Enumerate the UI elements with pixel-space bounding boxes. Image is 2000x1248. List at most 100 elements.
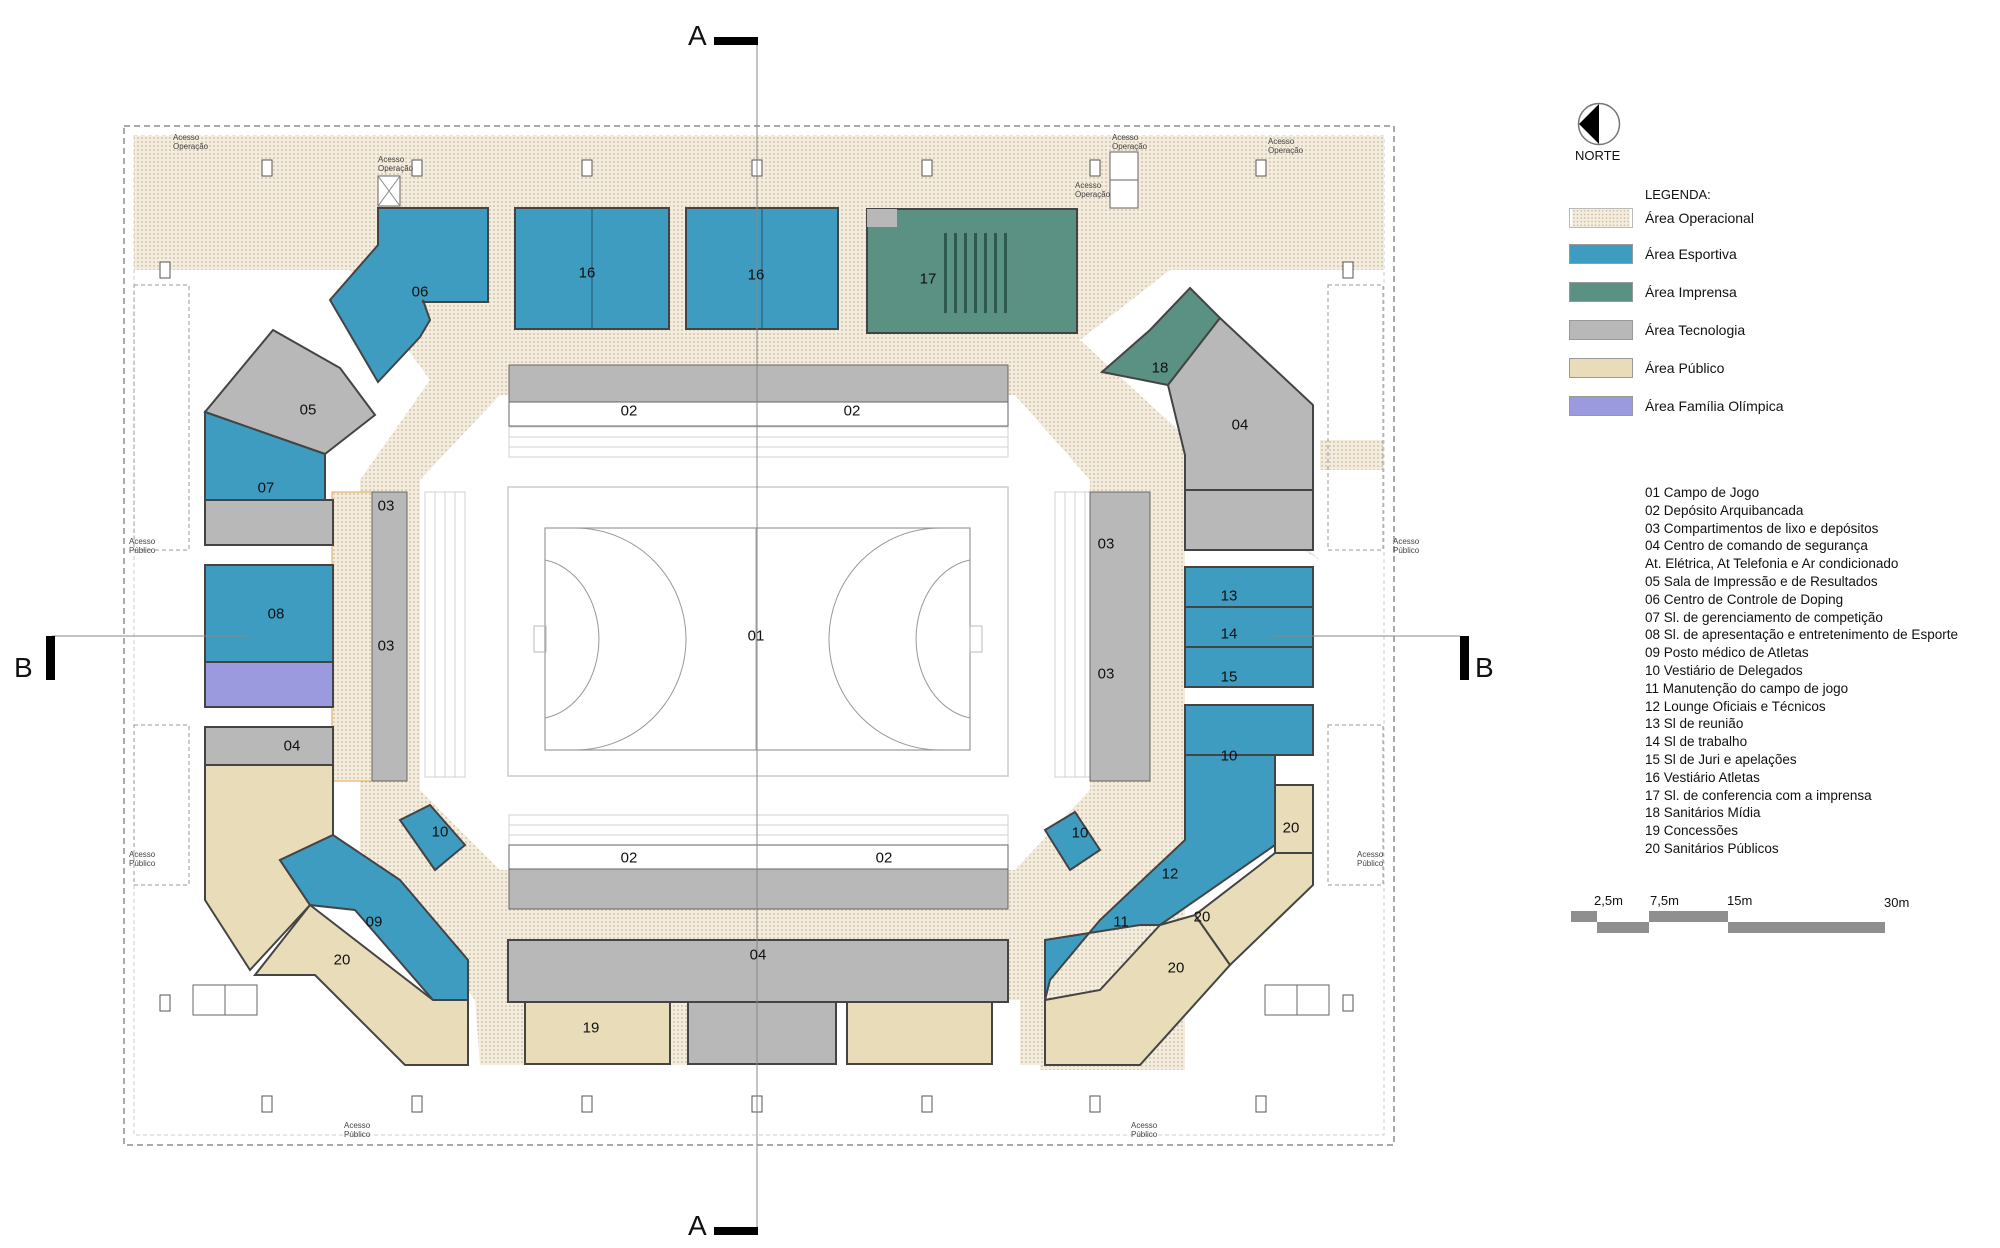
- room-label-04: 04: [749, 946, 767, 964]
- room-list-item: 16 Vestiário Atletas: [1645, 769, 1760, 785]
- room-label-03: 03: [1097, 665, 1115, 683]
- section-b-left-letter: B: [14, 652, 33, 683]
- room-label-04: 04: [283, 737, 301, 755]
- legend-title: LEGENDA:: [1645, 187, 1711, 202]
- room-list-item: 10 Vestiário de Delegados: [1645, 662, 1803, 678]
- room-label-06: 06: [411, 283, 429, 301]
- legend-label: Área Família Olímpica: [1645, 398, 1784, 414]
- legend-swatch-operacional: [1569, 208, 1633, 228]
- section-a-top-bar: [714, 37, 758, 45]
- room-list-item: At. Elétrica, At Telefonia e Ar condicio…: [1645, 556, 1899, 572]
- legend-swatch-tecnologia: [1569, 320, 1633, 340]
- access-label-publico: Acesso Público: [129, 537, 156, 555]
- access-label-operacao: Acesso Operação: [1075, 181, 1111, 199]
- room-label-20: 20: [1193, 908, 1211, 926]
- room-label-20: 20: [1282, 819, 1300, 837]
- room-label-02: 02: [620, 402, 638, 420]
- scale-label: 7,5m: [1650, 893, 1679, 908]
- room-list-item: 09 Posto médico de Atletas: [1645, 645, 1809, 661]
- room-label-08: 08: [267, 605, 285, 623]
- room-list-item: 17 Sl. de conferencia com a imprensa: [1645, 787, 1872, 803]
- legend-label: Área Público: [1645, 360, 1725, 376]
- room-list-item: 02 Depósito Arquibancada: [1645, 502, 1804, 518]
- room-list-item: 12 Lounge Oficiais e Técnicos: [1645, 698, 1826, 714]
- room-label-01: 01: [747, 627, 765, 645]
- room-list-item: 01 Campo de Jogo: [1645, 485, 1760, 500]
- room-list-item: 15 Sl de Juri e apelações: [1645, 751, 1797, 767]
- room-list-item: 11 Manutenção do campo de jogo: [1645, 680, 1849, 696]
- room-label-16: 16: [747, 266, 765, 284]
- room-list-item: 07 Sl. de gerenciamento de competição: [1645, 609, 1883, 625]
- scale-label: 2,5m: [1594, 893, 1623, 908]
- room-list-item: 03 Compartimentos de lixo e depósitos: [1645, 520, 1879, 536]
- room-label-14: 14: [1220, 625, 1238, 643]
- legend-item-imprensa: Área Imprensa: [1569, 282, 1889, 304]
- room-list-item: 18 Sanitários Mídia: [1645, 805, 1761, 821]
- room-label-18: 18: [1151, 359, 1169, 377]
- room-label-03: 03: [1097, 535, 1115, 553]
- room-list: 01 Campo de Jogo 02 Depósito Arquibancad…: [1645, 484, 1958, 858]
- legend-label: Área Tecnologia: [1645, 322, 1746, 338]
- access-label-publico: Acesso Público: [344, 1121, 371, 1139]
- room-list-item: 05 Sala de Impressão e de Resultados: [1645, 573, 1878, 589]
- scale-segment: [1649, 911, 1728, 922]
- section-a-top-letter: A: [688, 20, 707, 51]
- room-label-15: 15: [1220, 668, 1238, 686]
- legend-swatch-publico: [1569, 358, 1633, 378]
- legend-item-familia: Área Família Olímpica: [1569, 396, 1889, 418]
- access-label-operacao: Acesso Operação: [173, 133, 209, 151]
- room-list-item: 20 Sanitários Públicos: [1645, 840, 1779, 856]
- room-list-item: 14 Sl de trabalho: [1645, 734, 1748, 750]
- legend-swatch-familia: [1569, 396, 1633, 416]
- room-label-13: 13: [1220, 587, 1238, 605]
- legend-swatch-esportiva: [1569, 244, 1633, 264]
- room-list-item: 06 Centro de Controle de Doping: [1645, 591, 1844, 607]
- room-list-item: 13 Sl de reunião: [1645, 716, 1744, 732]
- legend-label: Área Imprensa: [1645, 284, 1737, 300]
- section-b-left-bar: [46, 636, 55, 680]
- north-label: NORTE: [1575, 148, 1621, 163]
- room-label-04: 04: [1231, 416, 1249, 434]
- section-a-bottom-letter: A: [688, 1210, 707, 1241]
- room-label-20: 20: [333, 951, 351, 969]
- access-label-operacao: Acesso Operação: [378, 155, 414, 173]
- access-label-operacao: Acesso Operação: [1112, 133, 1148, 151]
- legend-item-publico: Área Público: [1569, 358, 1889, 380]
- room-list-item: 04 Centro de comando de segurança: [1645, 538, 1868, 554]
- room-list-item: 08 Sl. de apresentação e entretenimento …: [1645, 627, 1958, 643]
- room-label-03: 03: [377, 637, 395, 655]
- scale-label: 15m: [1727, 893, 1753, 908]
- room-label-10: 10: [1071, 824, 1089, 842]
- access-label-publico: Acesso Público: [1131, 1121, 1158, 1139]
- room-label-12: 12: [1161, 865, 1179, 883]
- room-label-03: 03: [377, 497, 395, 515]
- scale-segment: [1728, 922, 1885, 933]
- room-label-10: 10: [431, 823, 449, 841]
- room-label-02: 02: [875, 849, 893, 867]
- room-label-09: 09: [365, 913, 383, 931]
- room-label-02: 02: [843, 402, 861, 420]
- section-b-right-bar: [1460, 636, 1469, 680]
- room-label-16: 16: [578, 264, 596, 282]
- legend-item-esportiva: Área Esportiva: [1569, 244, 1889, 266]
- room-label-10: 10: [1220, 747, 1238, 765]
- room-label-19: 19: [582, 1019, 600, 1037]
- access-label-publico: Acesso Público: [1393, 537, 1420, 555]
- legend-label: Área Operacional: [1645, 210, 1754, 226]
- north-arrow-icon: [1577, 102, 1621, 146]
- room-label-20: 20: [1167, 959, 1185, 977]
- legend-swatch-imprensa: [1569, 282, 1633, 302]
- scale-label: 30m: [1884, 895, 1910, 910]
- access-label-operacao: Acesso Operação: [1268, 137, 1304, 155]
- scale-segment: [1571, 911, 1597, 922]
- section-a-bottom-bar: [714, 1227, 758, 1235]
- section-b-right-letter: B: [1475, 652, 1494, 683]
- room-list-item: 19 Concessões: [1645, 823, 1739, 839]
- room-label-07: 07: [257, 479, 275, 497]
- scale-segment: [1597, 922, 1649, 933]
- legend-item-operacional: Área Operacional: [1569, 208, 1889, 230]
- legend-item-tecnologia: Área Tecnologia: [1569, 320, 1889, 342]
- room-label-05: 05: [299, 401, 317, 419]
- access-label-publico: Acesso Público: [129, 850, 156, 868]
